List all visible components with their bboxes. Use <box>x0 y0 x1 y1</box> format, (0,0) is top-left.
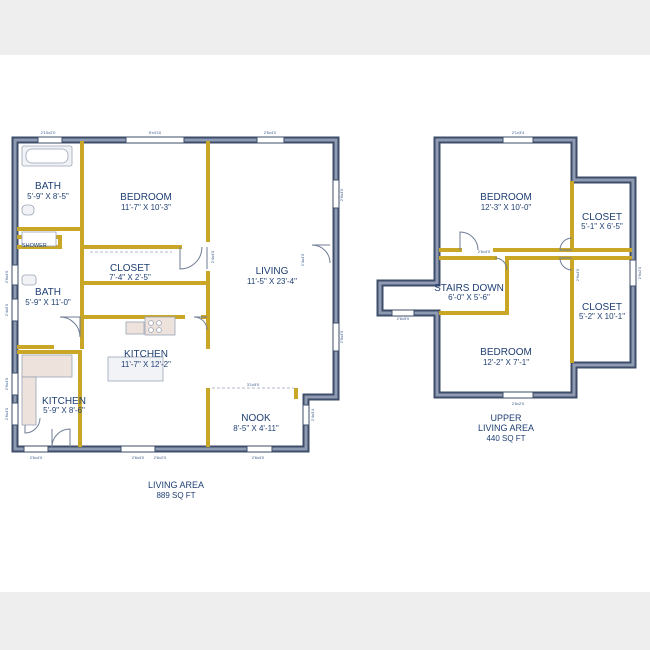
upper-floor-interior-walls <box>439 181 632 363</box>
room-dims-bath-2: 5'-9" X 11'-0" <box>25 298 71 307</box>
upper-floor-caption-line-2: LIVING AREA <box>478 423 534 433</box>
window-size-label: 2'6x4'0 <box>264 130 277 135</box>
room-dims-bedroom-3: 12'-2" X 7'-1" <box>483 358 529 367</box>
room-dims-kitchen-2: 5'-9" X 8'-6" <box>43 406 85 415</box>
room-dims-bedroom-1: 11'-7" X 10'-3" <box>121 203 171 212</box>
window-size-label: 2'4x5'0 <box>4 303 9 316</box>
room-name-kitchen-1: KITCHEN <box>124 349 168 360</box>
main-floor-caption-line-1: LIVING AREA <box>148 480 204 490</box>
window-size-label: 2'6x2'0 <box>637 266 642 279</box>
room-dims-kitchen-1: 11'-7" X 12'-2" <box>121 360 171 369</box>
window-size-label: 2'6x4'0 <box>478 249 491 254</box>
window-size-label: 2'6x4'0 <box>339 188 344 201</box>
main-floor: 2'10x2'0 5'x4'10 2'6x4'0 2'6x4'0 2'6x4'0… <box>4 130 344 460</box>
room-name-closet-3: CLOSET <box>582 302 622 313</box>
room-name-shower: SHOWER <box>22 243 47 249</box>
window-size-label: 2'4x4'0 <box>300 253 305 266</box>
window-size-label: 2'6x5'0 <box>397 316 410 321</box>
main-floor-doors <box>24 244 331 448</box>
room-name-bath-1: BATH <box>35 181 61 192</box>
sink <box>21 274 37 286</box>
main-floor-window-labels: 2'10x2'0 5'x4'10 2'6x4'0 2'6x4'0 2'6x4'0… <box>4 130 344 460</box>
room-name-bath-2: BATH <box>35 287 61 298</box>
window-size-label: 2'6x4'0 <box>4 407 9 420</box>
window-size-label: 2'6x4'0 <box>252 455 265 460</box>
upper-floor-caption-line-1: UPPER <box>490 413 522 423</box>
room-dims-stairs-down: 6'-0" X 5'-6" <box>448 293 490 302</box>
room-name-bedroom-1: BEDROOM <box>120 192 172 203</box>
window-size-label: 2'6x4'0 <box>30 455 43 460</box>
window-size-label: 2'6x4'0 <box>4 377 9 390</box>
toilet <box>21 204 35 216</box>
room-dims-nook: 8'-5" X 4'-11" <box>233 424 279 433</box>
main-floor-windows <box>11 136 340 453</box>
room-dims-closet-1: 7'-4" X 2'-5" <box>109 273 151 282</box>
window-size-label: 2'6x4'0 <box>339 330 344 343</box>
room-name-bedroom-2: BEDROOM <box>480 192 532 203</box>
main-floor-fixtures <box>21 145 294 426</box>
window-size-label: 2'4x4'0 <box>210 250 215 263</box>
upper-floor-caption-line-3: 440 SQ FT <box>486 434 525 443</box>
upper-floor-doors <box>459 231 573 271</box>
room-name-nook: NOOK <box>241 413 271 424</box>
room-dims-bedroom-2: 12'-3" X 10'-0" <box>481 203 532 212</box>
upper-floor-windows <box>391 136 637 399</box>
window-size-label: 2'10x2'0 <box>41 130 56 135</box>
window-size-label: 3'1x5'0 <box>247 382 260 387</box>
window-size-label: 2'6x2'0 <box>154 455 167 460</box>
upper-floor-window-labels: 2'1x3'4 2'6x2'0 2'6x5'0 2'6x2'0 2'6x4'0 … <box>397 130 642 406</box>
room-dims-living: 11'-5" X 23'-4" <box>247 277 297 286</box>
room-name-kitchen-2: KITCHEN <box>42 396 86 407</box>
room-name-stairs-down: STAIRS DOWN <box>434 283 504 294</box>
sink <box>125 321 145 335</box>
window-size-label: 2'6x4'0 <box>575 268 580 281</box>
shower-stall <box>21 231 57 247</box>
room-dims-bath-1: 5'-9" X 8'-5" <box>27 192 69 201</box>
window-size-label: 2'6x4'0 <box>4 270 9 283</box>
room-name-bedroom-3: BEDROOM <box>480 347 532 358</box>
window-size-label: 2'4x3'4 <box>310 408 315 421</box>
window-size-label: 5'x4'10 <box>149 130 162 135</box>
room-dims-closet-2: 5'-1" X 6'-5" <box>581 222 623 231</box>
floor-plan-sheet: 2'10x2'0 5'x4'10 2'6x4'0 2'6x4'0 2'6x4'0… <box>0 55 650 592</box>
window-size-label: 2'6x4'0 <box>132 455 145 460</box>
counter <box>21 376 37 426</box>
main-floor-caption-line-2: 889 SQ FT <box>156 491 195 500</box>
window-size-label: 2'6x2'0 <box>512 401 525 406</box>
room-name-closet-1: CLOSET <box>110 263 150 274</box>
kitchen-island <box>107 356 164 382</box>
counter <box>21 354 73 378</box>
room-dims-closet-3: 5'-2" X 10'-1" <box>579 312 625 321</box>
room-name-living: LIVING <box>256 266 289 277</box>
window-size-label: 2'1x3'4 <box>512 130 525 135</box>
floor-plan-drawing: 2'10x2'0 5'x4'10 2'6x4'0 2'6x4'0 2'6x4'0… <box>4 130 642 500</box>
room-name-closet-2: CLOSET <box>582 212 622 223</box>
upper-floor: 2'1x3'4 2'6x2'0 2'6x5'0 2'6x2'0 2'6x4'0 … <box>376 130 642 406</box>
